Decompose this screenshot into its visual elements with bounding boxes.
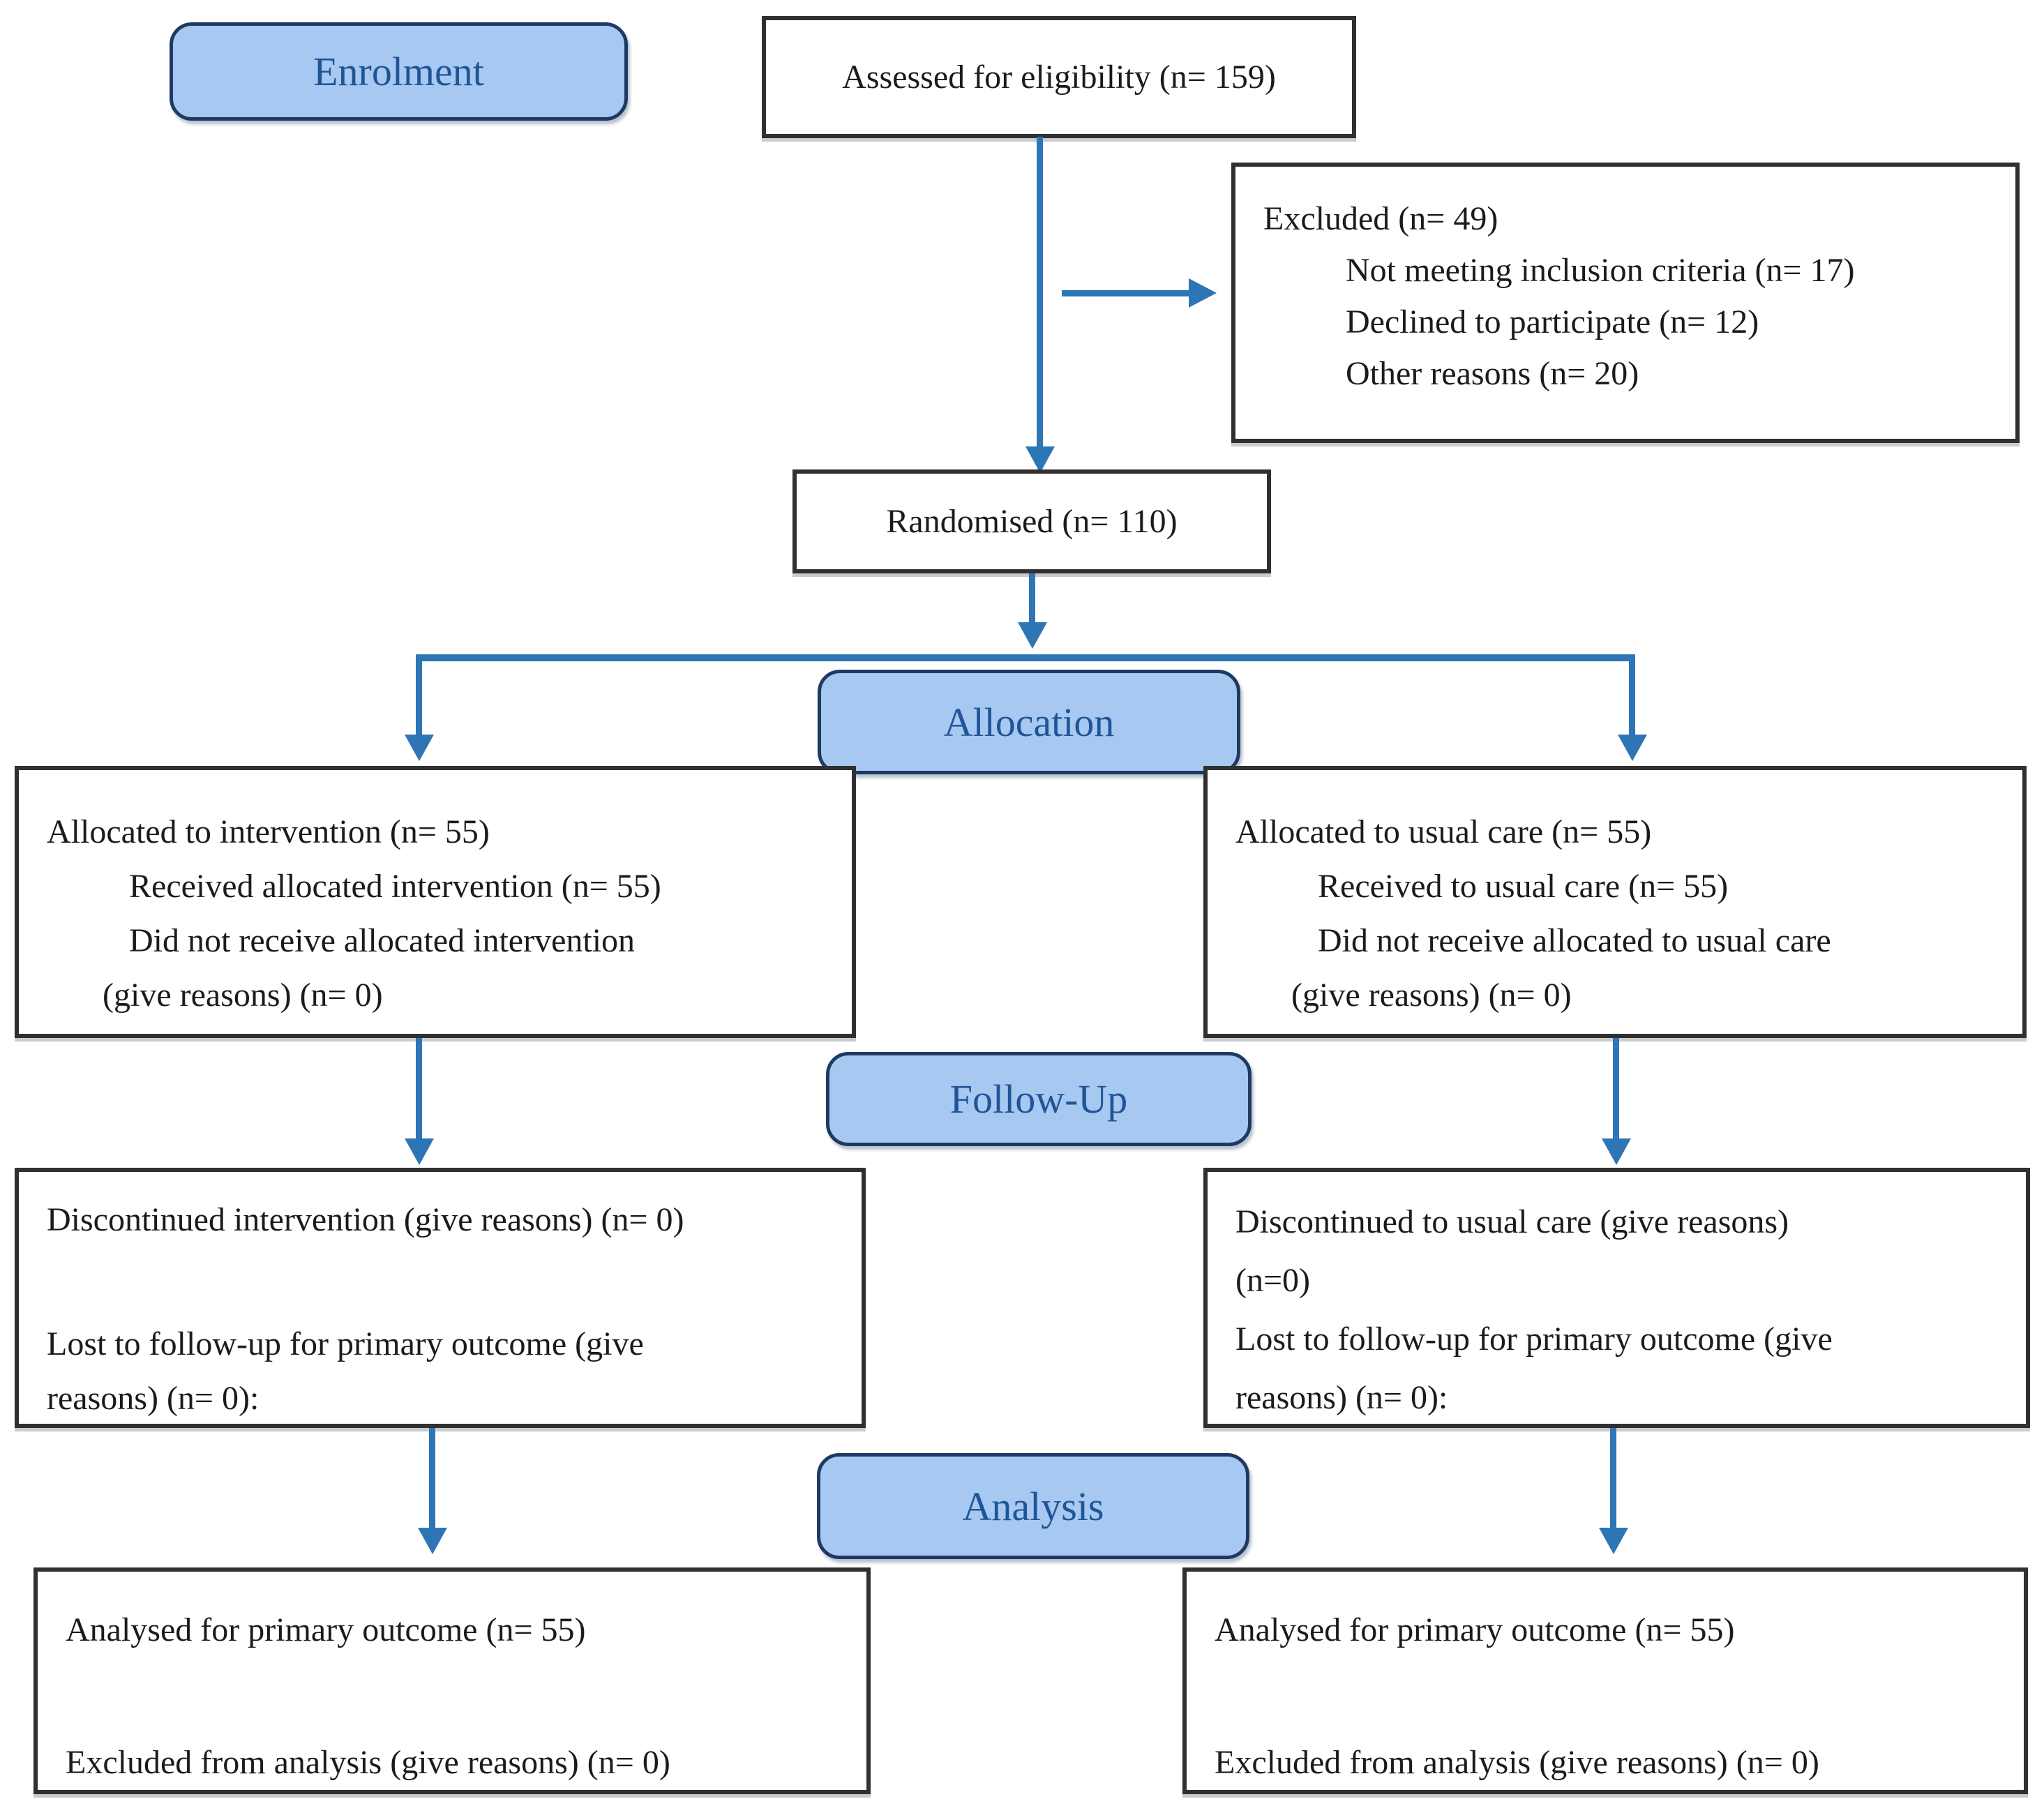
arrow-followup-to-analysis-right-head [1599,1528,1628,1554]
arrow-randomised-to-split-line [1029,573,1035,622]
excluded-item: Other reasons (n= 20) [1346,355,1639,392]
text-line: Analysed for primary outcome (n= 55) [1215,1611,1735,1648]
text-line: (n=0) [1235,1262,1311,1299]
text-line: reasons) (n= 0): [47,1380,260,1417]
text-line: Discontinued intervention (give reasons)… [47,1201,684,1238]
arrow-eligibility-to-randomised-line [1037,137,1043,446]
box-allocated-usual-care: Allocated to usual care (n= 55) Received… [1203,766,2027,1038]
stage-label-enrolment: Enrolment [170,22,628,121]
arrow-split-to-intervention-line [416,654,422,735]
box-excluded: Excluded (n= 49) Not meeting inclusion c… [1231,163,2020,443]
arrow-randomised-to-split-head [1018,622,1047,649]
arrow-split-to-usual-care-head [1618,735,1647,761]
box-analysis-intervention: Analysed for primary outcome (n= 55) Exc… [33,1567,871,1794]
box-allocated-intervention: Allocated to intervention (n= 55) Receiv… [15,766,856,1038]
text-line: Allocated to usual care (n= 55) [1235,813,1652,850]
arrow-intervention-to-followup-line [416,1038,422,1138]
text-line: (give reasons) (n= 0) [1291,977,1572,1014]
box-analysis-usual-care: Analysed for primary outcome (n= 55) Exc… [1182,1567,2028,1794]
arrow-intervention-to-followup-head [405,1138,434,1165]
stage-label-allocation: Allocation [818,670,1240,774]
stage-label-analysis: Analysis [817,1453,1249,1559]
text-line: Did not receive allocated intervention [129,922,636,959]
text-line: Did not receive allocated to usual care [1318,922,1831,959]
arrow-split-to-usual-care-line [1629,654,1635,735]
arrow-eligibility-to-randomised-head [1025,446,1055,473]
text-line: Lost to follow-up for primary outcome (g… [1235,1321,1833,1358]
arrow-split-to-intervention-head [405,735,434,761]
box-followup-intervention: Discontinued intervention (give reasons)… [15,1168,866,1428]
assessed-text: Assessed for eligibility (n= 159) [842,59,1276,96]
box-followup-usual-care: Discontinued to usual care (give reasons… [1203,1168,2030,1428]
excluded-item: Declined to participate (n= 12) [1346,303,1759,340]
excluded-title: Excluded (n= 49) [1263,200,1498,237]
arrow-to-excluded-line [1062,290,1189,296]
text-line: Excluded from analysis (give reasons) (n… [1215,1744,1819,1781]
text-line: Excluded from analysis (give reasons) (n… [66,1744,670,1781]
arrow-followup-to-analysis-left-line [429,1428,435,1528]
text-line: Allocated to intervention (n= 55) [47,813,490,850]
randomised-text: Randomised (n= 110) [886,503,1178,540]
arrow-usual-care-to-followup-line [1613,1038,1619,1138]
box-assessed-eligibility: Assessed for eligibility (n= 159) [762,16,1356,138]
text-line: (give reasons) (n= 0) [103,977,383,1014]
box-randomised: Randomised (n= 110) [792,469,1271,573]
stage-label-followup: Follow-Up [826,1052,1252,1146]
text-line: Analysed for primary outcome (n= 55) [66,1611,586,1648]
split-line [416,654,1635,661]
arrow-to-excluded-head [1189,278,1217,308]
text-line: Received allocated intervention (n= 55) [129,868,661,905]
text-line: Lost to follow-up for primary outcome (g… [47,1325,644,1362]
text-line: Received to usual care (n= 55) [1318,868,1729,905]
excluded-item: Not meeting inclusion criteria (n= 17) [1346,252,1855,289]
arrow-usual-care-to-followup-head [1602,1138,1631,1165]
text-line: reasons) (n= 0): [1235,1379,1448,1416]
arrow-followup-to-analysis-left-head [418,1528,447,1554]
arrow-followup-to-analysis-right-line [1610,1428,1616,1528]
text-line: Discontinued to usual care (give reasons… [1235,1203,1789,1240]
